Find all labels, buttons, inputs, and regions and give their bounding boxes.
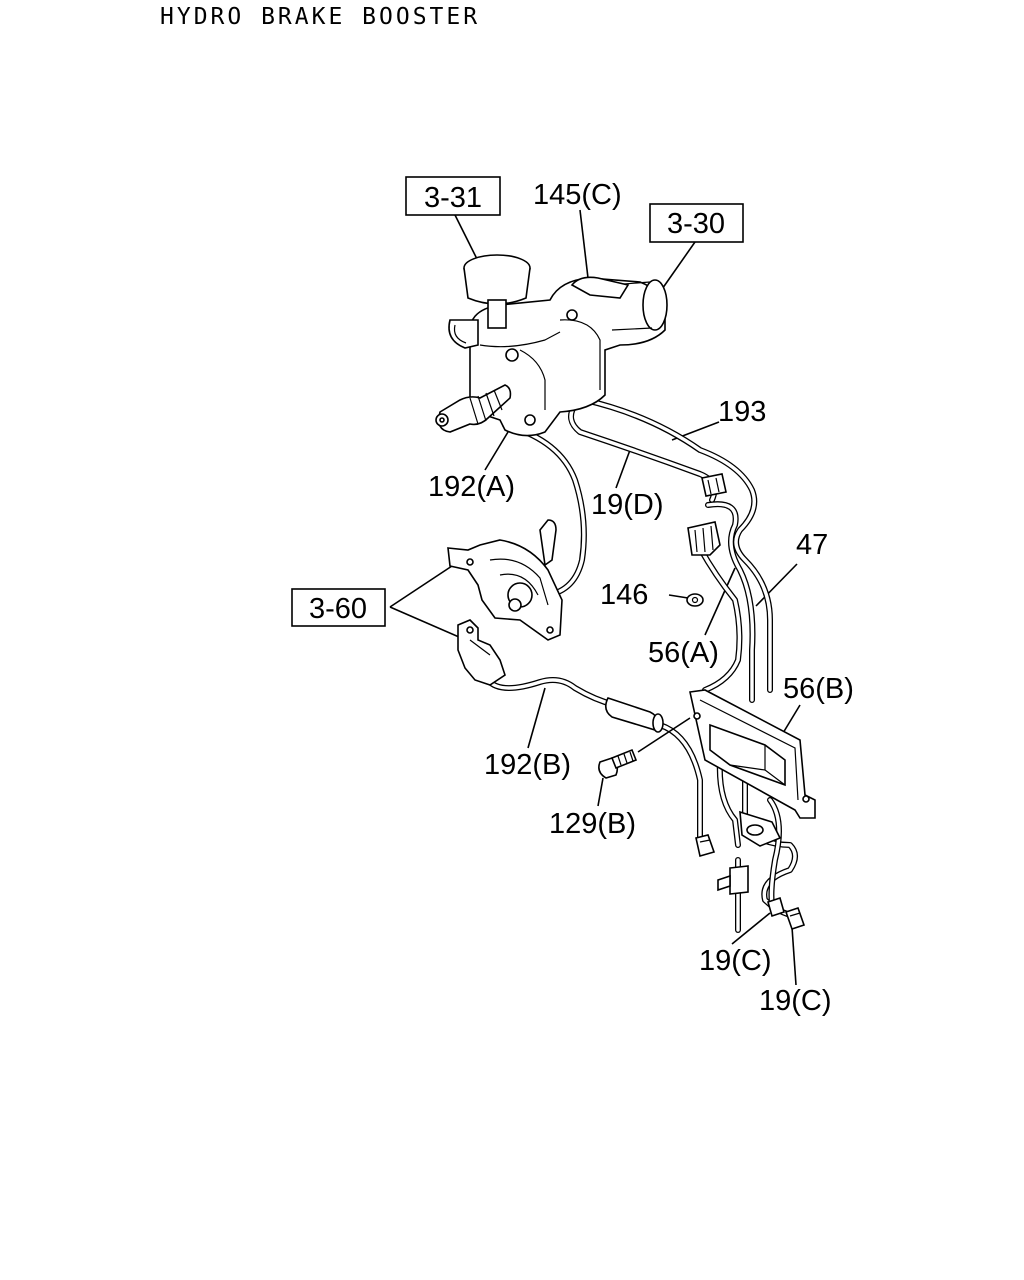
label-146: 146 [600,579,648,611]
clip-56a[interactable] [687,521,721,556]
brake-pipes [485,397,798,933]
pipe-end-fitting-left[interactable] [695,834,716,858]
label-19c-upper: 19(C) [699,945,772,977]
clip-lower-center[interactable] [717,865,749,895]
label-193: 193 [718,396,766,428]
clip-bracket-lower-right[interactable] [739,810,782,847]
leader-lines [389,209,801,986]
label-56a: 56(A) [648,637,719,669]
ref-box-3-30[interactable]: 3-30 [649,203,744,243]
junction-193[interactable] [701,473,727,497]
ref-label-3-30: 3-30 [667,208,725,240]
fitting-19c-upper[interactable] [767,896,785,918]
label-19c-lower: 19(C) [759,985,832,1017]
hose-192b[interactable] [604,697,664,733]
label-192a: 192(A) [428,471,515,503]
ref-box-3-31[interactable]: 3-31 [405,176,501,216]
ref-label-3-31: 3-31 [424,182,482,214]
label-129b: 129(B) [549,808,636,840]
hydro-booster-body[interactable] [435,254,668,437]
label-47: 47 [796,529,828,561]
bracket-3-60-lower[interactable] [457,619,506,686]
ref-box-3-60[interactable]: 3-60 [291,588,386,627]
fitting-19c-lower[interactable] [784,906,806,931]
nut-146[interactable] [686,593,704,607]
label-19d: 19(D) [591,489,664,521]
bracket-3-60-upper[interactable] [447,519,563,641]
label-145c: 145(C) [533,179,622,211]
bracket-56b[interactable] [689,689,816,819]
diagram-title: HYDRO BRAKE BOOSTER [160,4,481,30]
label-192b: 192(B) [484,749,571,781]
label-56b: 56(B) [783,673,854,705]
bolt-129b[interactable] [598,717,691,779]
ref-label-3-60: 3-60 [309,593,367,625]
